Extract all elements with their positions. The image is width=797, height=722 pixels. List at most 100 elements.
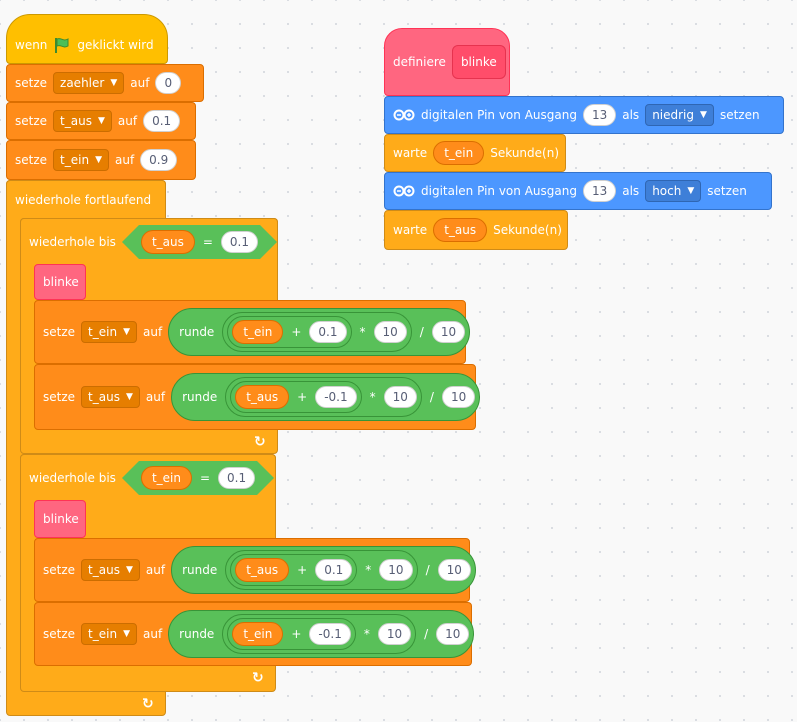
set-variable-block[interactable]: setze t_ein▼ auf runde t_ein + -0.1 * 10… [34,602,475,666]
wait-block[interactable]: warte t_ein Sekunde(n) [384,134,566,172]
repeat-until-header[interactable]: wiederhole bis t_ein = 0.1 [20,454,276,500]
multiply-operator[interactable]: t_ein + 0.1 * 10 [222,312,412,352]
digital-pin-output-block[interactable]: digitalen Pin von Ausgang 13 als hoch▼ s… [384,172,772,210]
divide-label: / [419,325,424,339]
set-variable-block[interactable]: setze t_aus▼ auf runde t_aus + 0.1 * 10 … [34,538,476,602]
variable-dropdown[interactable]: zaehler▼ [53,72,125,94]
to-label: auf [142,325,163,339]
set-variable-block[interactable]: setze zaehler▼ auf 0 [6,64,204,102]
value-input[interactable]: 10 [441,386,476,408]
variable-reporter[interactable]: t_aus [140,229,195,254]
set-label: setzen [719,108,760,122]
set-variable-block[interactable]: setze t_ein▼ auf 0.9 [6,140,196,180]
set-label: setze [43,390,76,404]
value-input[interactable]: 10 [431,321,466,343]
to-label: auf [117,114,138,128]
proc-call-label: blinke [43,512,79,526]
value-input[interactable]: 0.1 [143,110,181,132]
seconds-label: Sekunde(n) [493,223,562,237]
equals-condition[interactable]: t_ein = 0.1 [121,460,275,495]
value-input[interactable]: 10 [437,559,471,581]
multiply-operator[interactable]: t_ein + -0.1 * 10 [222,614,417,654]
value-input[interactable]: 0.1 [309,321,347,343]
to-label: auf [145,390,166,404]
caret-down-icon: ▼ [700,110,707,120]
add-operator[interactable]: t_ein + -0.1 [227,618,356,650]
when-label: wenn [15,38,48,52]
wait-block[interactable]: warte t_aus Sekunde(n) [384,210,568,250]
seconds-label: Sekunde(n) [490,146,559,160]
value-input[interactable]: 10 [373,321,407,343]
add-operator[interactable]: t_aus + 0.1 [230,554,358,586]
variable-dropdown[interactable]: t_aus▼ [53,110,112,132]
divide-operator[interactable]: runde t_ein + 0.1 * 10 / 10 [168,308,471,356]
value-input[interactable]: 0.9 [140,149,178,171]
value-input[interactable]: 0 [155,72,182,94]
add-operator[interactable]: t_ein + 0.1 [227,316,352,348]
variable-reporter[interactable]: t_aus [433,218,488,242]
value-input[interactable]: 10 [383,386,417,408]
value-input[interactable]: -0.1 [315,386,357,408]
times-label: * [359,325,366,339]
when-flag-clicked-hat[interactable]: wenn geklickt wird [6,14,168,64]
divide-operator[interactable]: runde t_aus + -0.1 * 10 / 10 [171,373,481,421]
times-label: * [369,390,376,404]
set-label: setze [43,563,76,577]
variable-dropdown[interactable]: t_aus▼ [81,559,140,581]
digital-pin-output-block[interactable]: digitalen Pin von Ausgang 13 als niedrig… [384,96,784,134]
caret-down-icon: ▼ [125,392,133,402]
plus-label: + [297,390,308,404]
variable-dropdown[interactable]: t_aus▼ [81,386,140,408]
variable-reporter[interactable]: t_aus [235,558,290,582]
add-operator[interactable]: t_aus + -0.1 [230,381,362,413]
define-label: definiere [393,55,446,69]
value-input[interactable]: -0.1 [309,623,351,645]
value-input[interactable]: 10 [377,623,412,645]
value-input[interactable]: 0.1 [218,466,256,489]
set-variable-block[interactable]: setze t_aus▼ auf runde t_aus + -0.1 * 10… [34,364,481,430]
level-dropdown[interactable]: hoch▼ [645,180,702,202]
multiply-operator[interactable]: t_aus + 0.1 * 10 [225,550,418,590]
divide-operator[interactable]: runde t_aus + 0.1 * 10 / 10 [171,546,476,594]
value-input[interactable]: 10 [379,559,413,581]
proc-call-label: blinke [43,275,79,289]
repeat-until-header[interactable]: wiederhole bis t_aus = 0.1 [20,218,278,264]
times-label: * [365,563,372,577]
green-flag-icon [55,38,69,53]
to-label: auf [130,76,150,90]
forever-block-header[interactable]: wiederhole fortlaufend [6,180,166,218]
pin-input[interactable]: 13 [582,180,617,202]
as-label: als [622,184,640,198]
level-dropdown[interactable]: niedrig▼ [645,104,714,126]
clicked-label: geklickt wird [77,38,154,52]
variable-reporter[interactable]: t_ein [232,622,284,646]
value-input[interactable]: 0.1 [315,559,353,581]
variable-dropdown[interactable]: t_ein▼ [81,321,137,343]
variable-reporter[interactable]: t_aus [235,385,290,409]
proc-name-box[interactable]: blinke [451,45,506,79]
caret-down-icon: ▼ [123,327,130,337]
call-blinke-block[interactable]: blinke [34,500,86,538]
caret-down-icon: ▼ [123,629,130,639]
define-blinke-hat[interactable]: definiere blinke [384,28,510,96]
divide-operator[interactable]: runde t_ein + -0.1 * 10 / 10 [168,610,475,658]
loop-arrow-icon: ↻ [252,670,264,686]
equals-condition[interactable]: t_aus = 0.1 [121,224,278,259]
variable-reporter[interactable]: t_ein [232,320,284,344]
set-label: setze [15,76,48,90]
set-variable-block[interactable]: setze t_aus▼ auf 0.1 [6,102,196,140]
variable-dropdown[interactable]: t_ein▼ [81,623,137,645]
call-blinke-block[interactable]: blinke [34,264,86,300]
pin-input[interactable]: 13 [582,104,617,126]
variable-reporter[interactable]: t_ein [140,465,192,490]
round-label: runde [182,390,218,404]
value-input[interactable]: 10 [436,623,470,645]
multiply-operator[interactable]: t_aus + -0.1 * 10 [225,377,422,417]
divide-label: / [424,627,429,641]
variable-reporter[interactable]: t_ein [433,141,485,165]
set-variable-block[interactable]: setze t_ein▼ auf runde t_ein + 0.1 * 10 … [34,300,471,364]
value-input[interactable]: 0.1 [220,230,259,253]
equals-label: = [199,470,211,485]
arduino-icon [393,185,415,197]
variable-dropdown[interactable]: t_ein▼ [53,149,109,171]
